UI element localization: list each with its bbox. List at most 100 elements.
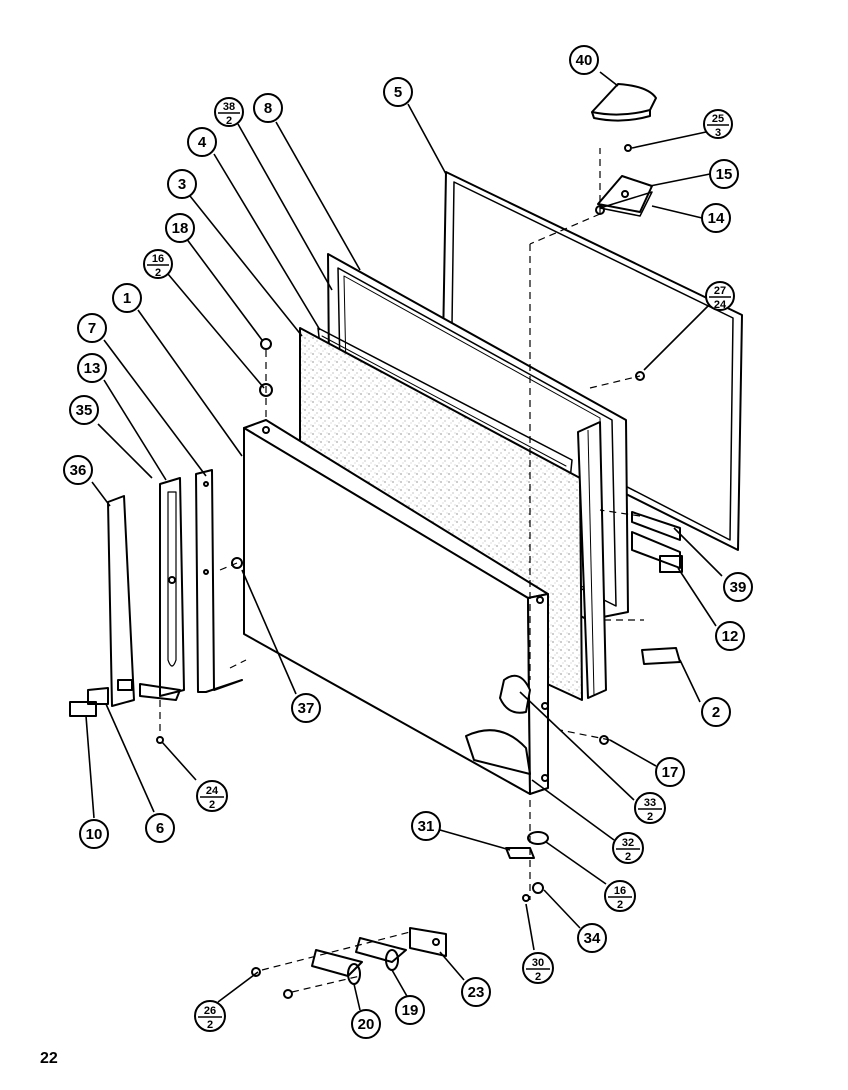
callout-circle [291, 693, 321, 723]
callout-c17: 17 [655, 757, 685, 787]
part-7-bracket [195, 469, 243, 693]
callout-c33: 332 [634, 792, 666, 824]
callout-number: 40 [576, 52, 593, 69]
callout-circle [143, 249, 173, 279]
callout-number: 31 [418, 818, 435, 835]
callout-c20: 20 [351, 1009, 381, 1039]
callout-denominator: 2 [625, 851, 631, 863]
part-13-bracket [139, 477, 185, 701]
callout-numerator: 38 [223, 101, 235, 113]
callout-c25: 253 [703, 109, 733, 139]
callout-c35: 35 [69, 395, 99, 425]
callout-circle [187, 127, 217, 157]
callout-number: 35 [76, 402, 93, 419]
part-1-door-panel [243, 419, 549, 795]
callout-number: 6 [156, 820, 164, 837]
callout-circle [395, 995, 425, 1025]
callout-denominator: 3 [715, 127, 721, 139]
part-39-rail [631, 511, 681, 541]
callout-numerator: 27 [714, 285, 726, 297]
callout-numerator: 24 [206, 785, 219, 797]
callout-denominator: 2 [617, 899, 623, 911]
page-number: 22 [40, 1050, 58, 1067]
callout-c8: 8 [253, 93, 283, 123]
callout-denominator: 2 [207, 1019, 213, 1031]
callout-denominator: 2 [647, 811, 653, 823]
callout-circle [604, 880, 636, 912]
callout-circle [79, 819, 109, 849]
callout-number: 4 [198, 134, 207, 151]
callout-numerator: 25 [712, 113, 724, 125]
callout-circle [705, 281, 735, 311]
callout-c23: 23 [461, 977, 491, 1007]
part-15-hinge-bracket [595, 144, 653, 217]
callout-c38: 382 [214, 97, 244, 127]
callout-circle [703, 109, 733, 139]
part-34-pin [532, 882, 544, 894]
callout-circle [167, 169, 197, 199]
callout-denominator: 2 [535, 971, 541, 983]
callout-denominator: 2 [155, 267, 161, 279]
callout-numerator: 16 [152, 253, 164, 265]
callout-circle [383, 77, 413, 107]
callout-circle [522, 952, 554, 984]
callout-number: 5 [394, 84, 402, 101]
callout-c36: 36 [63, 455, 93, 485]
callout-c1: 1 [112, 283, 142, 313]
callout-number: 14 [708, 210, 725, 227]
callout-circle [612, 832, 644, 864]
callout-circle [411, 811, 441, 841]
callout-denominator: 2 [209, 799, 215, 811]
part-20-plate [311, 949, 363, 985]
callout-number: 1 [123, 290, 131, 307]
callout-number: 39 [730, 579, 747, 596]
callout-circle [655, 757, 685, 787]
callout-circle [196, 780, 228, 812]
callout-circle [709, 159, 739, 189]
callout-number: 7 [88, 320, 96, 337]
callout-numerator: 30 [532, 957, 544, 969]
callout-circle [461, 977, 491, 1007]
callout-c12: 12 [715, 621, 745, 651]
callout-numerator: 33 [644, 797, 656, 809]
part-30-screw [522, 894, 530, 902]
callout-denominator: 2 [226, 115, 232, 127]
callout-circle [165, 213, 195, 243]
callout-number: 23 [468, 984, 485, 1001]
callout-c4: 4 [187, 127, 217, 157]
callout-circle [145, 813, 175, 843]
part-23-plate [409, 927, 447, 957]
callout-circle [634, 792, 666, 824]
callout-c7: 7 [77, 313, 107, 343]
callout-c32: 322 [612, 832, 644, 864]
callout-circle [569, 45, 599, 75]
callout-circle [112, 283, 142, 313]
callout-c2: 2 [701, 697, 731, 727]
callout-c10: 10 [79, 819, 109, 849]
part-40-cap [591, 83, 657, 122]
callout-c37: 37 [291, 693, 321, 723]
callout-c14: 14 [701, 203, 731, 233]
part-19-plate [355, 937, 407, 971]
callout-c13: 13 [77, 353, 107, 383]
callout-c16b: 162 [604, 880, 636, 912]
part-2-bracket [641, 647, 681, 665]
callout-number: 36 [70, 462, 87, 479]
part-16-washer [527, 831, 549, 845]
callout-c5: 5 [383, 77, 413, 107]
callout-circle [194, 1000, 226, 1032]
callout-circle [701, 697, 731, 727]
callout-numerator: 32 [622, 837, 634, 849]
callout-number: 34 [584, 930, 601, 947]
callout-c15: 15 [709, 159, 739, 189]
callout-c34: 34 [577, 923, 607, 953]
callout-number: 3 [178, 176, 186, 193]
callout-circle [701, 203, 731, 233]
callout-c19: 19 [395, 995, 425, 1025]
callout-number: 19 [402, 1002, 419, 1019]
callout-circle [715, 621, 745, 651]
callout-number: 17 [662, 764, 679, 781]
